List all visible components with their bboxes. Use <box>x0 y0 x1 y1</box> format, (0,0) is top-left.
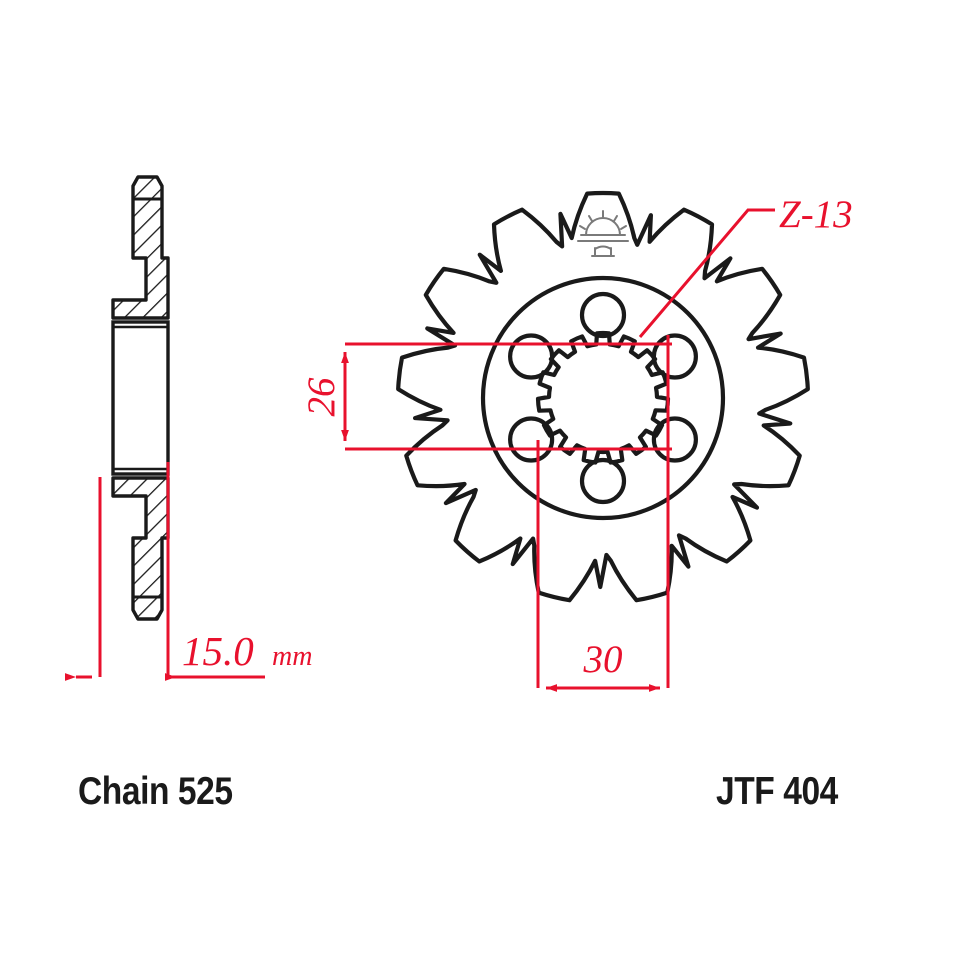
side-section-view <box>111 175 170 621</box>
part-number-label: JTF 404 <box>716 770 838 813</box>
bolt-hole <box>508 416 555 463</box>
bolt-hole <box>579 291 627 339</box>
sprocket-teeth-outline <box>396 190 810 603</box>
hub-width-label: 30 <box>583 638 623 681</box>
sunrise-logo-icon <box>577 210 629 257</box>
teeth-count-label: Z-13 <box>779 193 853 236</box>
thickness-unit-label: mm <box>272 641 312 672</box>
annotation-text-layer: Z-13 26 30 15.0 mm <box>182 193 853 681</box>
annotation-layer <box>65 208 775 692</box>
front-view <box>396 190 810 603</box>
bolt-hole <box>651 416 698 463</box>
section-hatched-body <box>111 175 170 621</box>
bolt-hole <box>579 457 627 505</box>
section-bore-barrel <box>111 320 170 476</box>
chain-size-label: Chain 525 <box>78 770 233 813</box>
hub-recess-circle <box>480 275 726 521</box>
bore-diameter-label: 26 <box>300 377 343 417</box>
bolt-hole-group <box>508 291 698 505</box>
thickness-value-label: 15.0 <box>182 628 254 674</box>
bore-diameter-dimension-lines <box>341 342 672 451</box>
section-upper-web <box>111 175 170 320</box>
thickness-dimension-lines <box>65 462 265 681</box>
hub-width-dimension-lines <box>536 335 670 692</box>
splined-bore-outline <box>535 330 671 465</box>
teeth-count-callout-leader <box>638 208 775 338</box>
